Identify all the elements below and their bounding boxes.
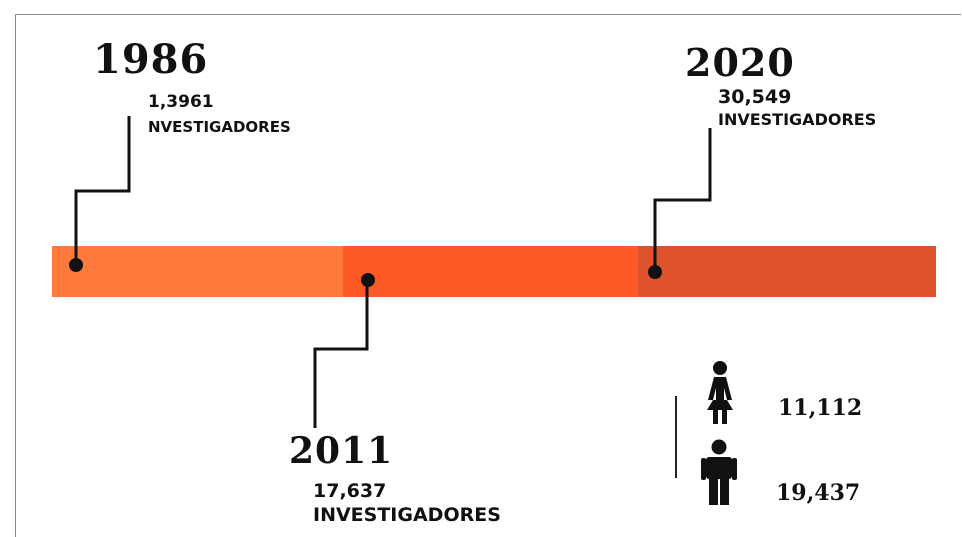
connector-1986 (74, 116, 131, 265)
year-1986: 1986 (93, 36, 209, 83)
female-count: 11,112 (778, 395, 863, 421)
count-2011: 17,637 (313, 480, 387, 502)
year-2020: 2020 (685, 40, 795, 85)
count-2020: 30,549 (718, 86, 792, 108)
dot-2011 (361, 273, 375, 287)
label-1986: NVESTIGADORES (148, 118, 291, 136)
gender-divider (675, 396, 677, 478)
timeline-segment-3 (638, 246, 936, 297)
male-person-icon (701, 439, 737, 505)
timeline-bar (52, 246, 936, 297)
label-2020: INVESTIGADORES (718, 110, 877, 129)
timeline-segment-1 (52, 246, 343, 297)
timeline-segment-2 (343, 246, 638, 297)
dot-2020 (648, 265, 662, 279)
count-1986: 1,3961 (148, 92, 214, 112)
year-2011: 2011 (289, 430, 394, 472)
label-2011: INVESTIGADORES (313, 504, 501, 526)
male-count: 19,437 (776, 480, 861, 506)
connector-2020 (653, 128, 712, 272)
connector-2011 (313, 280, 369, 428)
female-person-icon (707, 361, 733, 424)
dot-1986 (69, 258, 83, 272)
frame-border (15, 14, 961, 537)
